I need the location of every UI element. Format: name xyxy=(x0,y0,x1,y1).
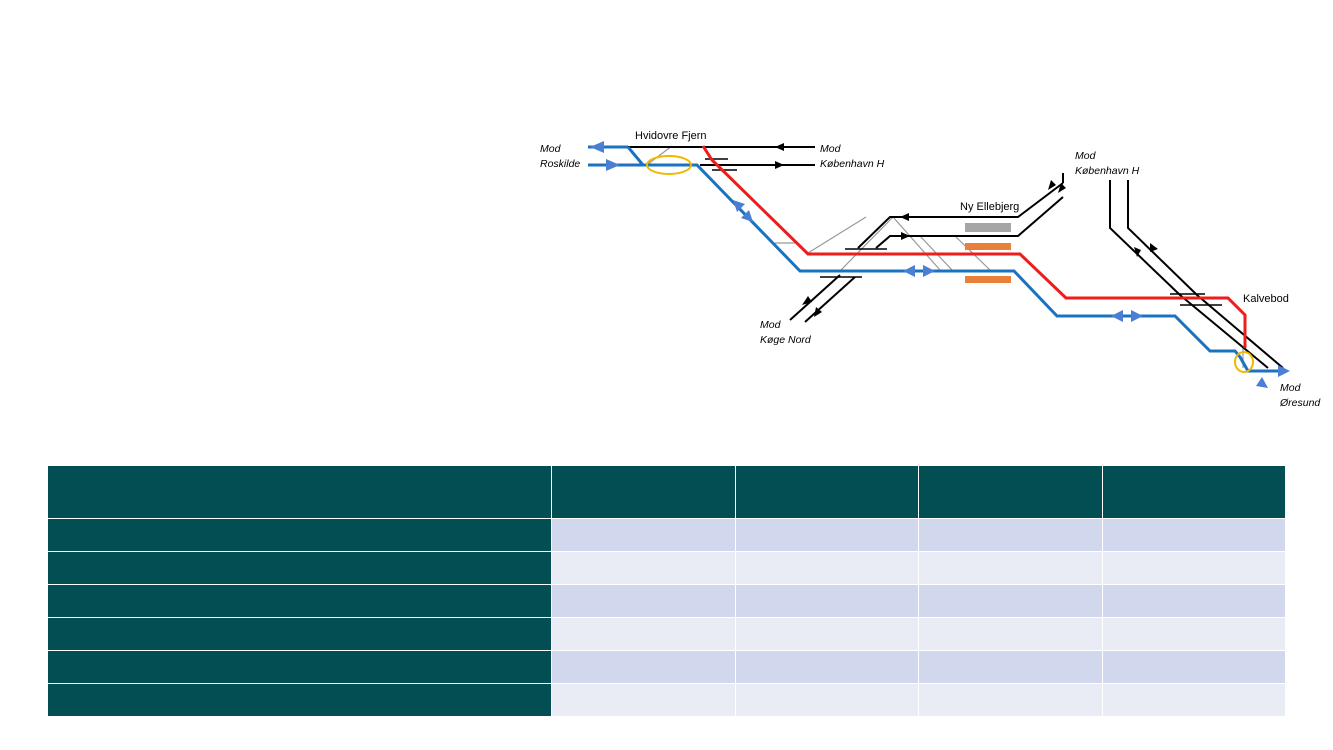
blue-arrow-oresund-2 xyxy=(1256,377,1268,388)
data-table xyxy=(47,465,1286,717)
table-cell xyxy=(551,518,736,552)
table-cell xyxy=(918,584,1103,618)
table-cell xyxy=(1102,551,1286,585)
table-cell xyxy=(735,683,919,717)
dir-roskilde-1: Mod xyxy=(540,143,562,155)
table-row xyxy=(47,518,1286,552)
row-header-cell xyxy=(47,551,552,585)
dir-kbh-west-2: København H xyxy=(820,158,885,170)
arrow-ne-2 xyxy=(1058,183,1066,193)
table-cell xyxy=(918,518,1103,552)
blue-route xyxy=(626,146,1284,373)
blue-arrow-kalv-left xyxy=(1111,310,1123,322)
arrow-east-lower xyxy=(775,161,784,169)
dir-kbh-north-2: København H xyxy=(1075,165,1140,177)
arrow-ne-1 xyxy=(1048,180,1056,190)
table-cell xyxy=(551,551,736,585)
row-header-cell xyxy=(47,683,552,717)
table-row xyxy=(47,551,1286,585)
table-cell xyxy=(735,518,919,552)
blue-arrow-roskilde-east xyxy=(606,159,620,171)
track-diagram: Hvidovre Fjern Ny Ellebjerg Kalvebod Mod… xyxy=(540,130,1321,409)
dir-koge-1: Mod xyxy=(760,319,782,331)
blue-arrow-diag-up xyxy=(733,200,745,212)
arrow-koge-1 xyxy=(802,296,812,305)
station-hvidovre: Hvidovre Fjern xyxy=(635,130,707,142)
dir-kbh-north-1: Mod xyxy=(1075,150,1097,162)
black-arrows xyxy=(775,143,1158,317)
table-row xyxy=(47,650,1286,684)
arrow-west-ellebjerg xyxy=(900,213,909,221)
table-cell xyxy=(918,551,1103,585)
table-cell xyxy=(918,650,1103,684)
table-header-cell xyxy=(735,465,919,519)
table-cell xyxy=(735,617,919,651)
highlight-hvidovre xyxy=(646,155,692,175)
blue-arrow-kalv-right xyxy=(1131,310,1143,322)
table-header-cell xyxy=(47,465,552,519)
table-cell xyxy=(1102,683,1286,717)
table-cell xyxy=(735,650,919,684)
blue-arrows xyxy=(590,141,1290,388)
blue-arrow-diag-down xyxy=(741,210,753,222)
table-header-cell xyxy=(918,465,1103,519)
row-header-cell xyxy=(47,650,552,684)
platform-gray xyxy=(965,223,1011,232)
arrow-kalv-1 xyxy=(1134,247,1141,257)
table-cell xyxy=(551,584,736,618)
arrow-east-ellebjerg xyxy=(901,232,910,240)
table-cell xyxy=(735,551,919,585)
blue-arrow-oresund-1 xyxy=(1278,365,1290,377)
table xyxy=(47,465,1286,717)
turnout-ticks xyxy=(705,158,1222,306)
row-header-cell xyxy=(47,617,552,651)
blue-arrow-roskilde-west xyxy=(590,141,604,153)
table-cell xyxy=(918,617,1103,651)
arrow-west-upper xyxy=(775,143,784,151)
row-header-cell xyxy=(47,518,552,552)
arrow-koge-2 xyxy=(814,307,822,317)
crossovers xyxy=(647,145,1244,368)
table-cell xyxy=(551,683,736,717)
table-cell xyxy=(735,584,919,618)
table-cell xyxy=(1102,584,1286,618)
table-header-cell xyxy=(551,465,736,519)
table-cell xyxy=(1102,650,1286,684)
table-cell xyxy=(1102,617,1286,651)
arrow-kalv-2 xyxy=(1150,243,1158,252)
station-ny-ellebjerg: Ny Ellebjerg xyxy=(960,201,1019,213)
table-cell xyxy=(1102,518,1286,552)
dir-kbh-west-1: Mod xyxy=(820,143,842,155)
blue-arrow-mid-right xyxy=(923,265,935,277)
dir-oresund-2: Øresund xyxy=(1279,397,1321,409)
table-cell xyxy=(918,683,1103,717)
table-row xyxy=(47,617,1286,651)
dir-koge-2: Køge Nord xyxy=(760,334,812,346)
red-route xyxy=(701,145,1247,348)
platform-orange-lower xyxy=(965,276,1011,283)
highlight-kalvebod xyxy=(1234,351,1254,373)
table-cell xyxy=(551,650,736,684)
table-header-row xyxy=(47,465,1286,519)
table-row xyxy=(47,584,1286,618)
black-tracks xyxy=(625,146,1284,369)
platform-orange-upper xyxy=(965,243,1011,250)
dir-oresund-1: Mod xyxy=(1280,382,1302,394)
table-cell xyxy=(551,617,736,651)
table-row xyxy=(47,683,1286,717)
blue-arrow-mid-left xyxy=(903,265,915,277)
station-kalvebod: Kalvebod xyxy=(1243,293,1289,305)
table-header-cell xyxy=(1102,465,1286,519)
dir-roskilde-2: Roskilde xyxy=(540,158,580,170)
row-header-cell xyxy=(47,584,552,618)
